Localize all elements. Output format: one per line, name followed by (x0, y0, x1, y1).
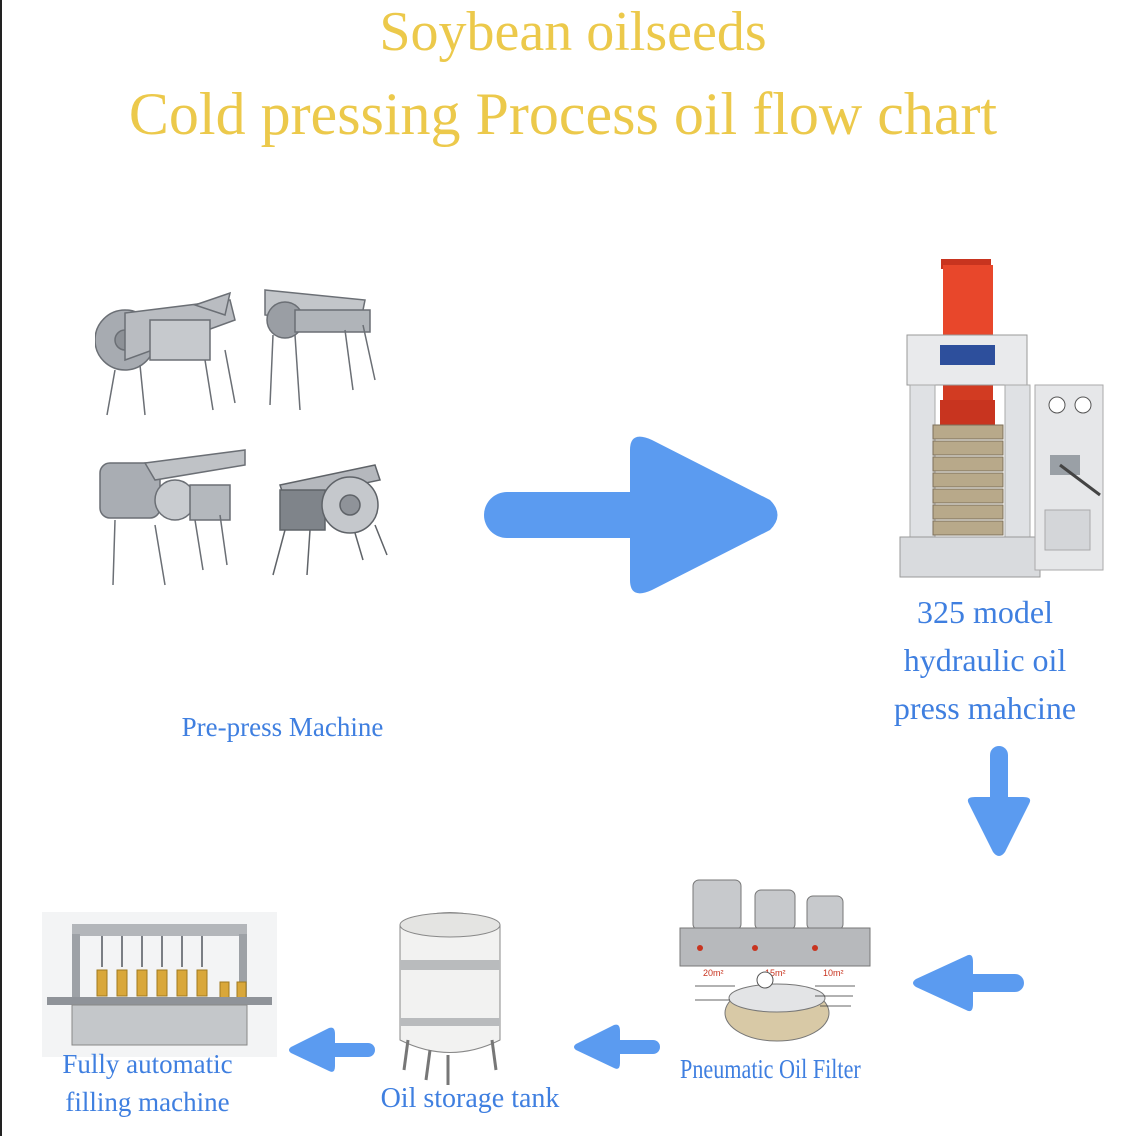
filling-label-line-1: Fully automatic (62, 1049, 233, 1079)
filter-tag-2: 15m² (765, 968, 786, 978)
pneumatic-filter: 20m² 15m² 10m² (675, 868, 880, 1058)
filling-label: Fully automatic filling machine (40, 1045, 255, 1121)
hydraulic-label-line-2: hydraulic oil (903, 642, 1067, 678)
prepress-label: Pre-press Machine (181, 712, 384, 742)
tank-label: Oil storage tank (380, 1083, 560, 1114)
title-line-2: Cold pressing Process oil flow chart (128, 81, 998, 147)
hydraulic-label-line-1: 325 model (917, 594, 1053, 630)
arrow-down (965, 742, 1035, 860)
crusher-3 (99, 449, 246, 586)
arrow-left-3 (285, 1026, 377, 1074)
hydraulic-label: 325 model hydraulic oil press mahcine (860, 588, 1110, 732)
crusher-1 (95, 291, 236, 416)
filling-label-line-2: filling machine (65, 1087, 230, 1117)
filter-label: Pneumatic Oil Filter (680, 1054, 861, 1084)
crusher-2 (264, 289, 376, 411)
page-left-border (0, 0, 2, 1136)
hydraulic-label-line-3: press mahcine (893, 690, 1077, 726)
filling-machine (42, 912, 277, 1057)
oil-storage-tank (390, 900, 510, 1088)
filter-tag-1: 20m² (703, 968, 724, 978)
crusher-4 (272, 464, 388, 576)
arrow-left-1 (908, 952, 1026, 1014)
filter-tag-3: 10m² (823, 968, 844, 978)
hydraulic-press (895, 255, 1110, 585)
title-line-1: Soybean oilseeds (379, 1, 767, 63)
prepress-machines (95, 285, 395, 595)
arrow-left-2 (570, 1023, 662, 1071)
arrow-right-big (480, 430, 785, 600)
